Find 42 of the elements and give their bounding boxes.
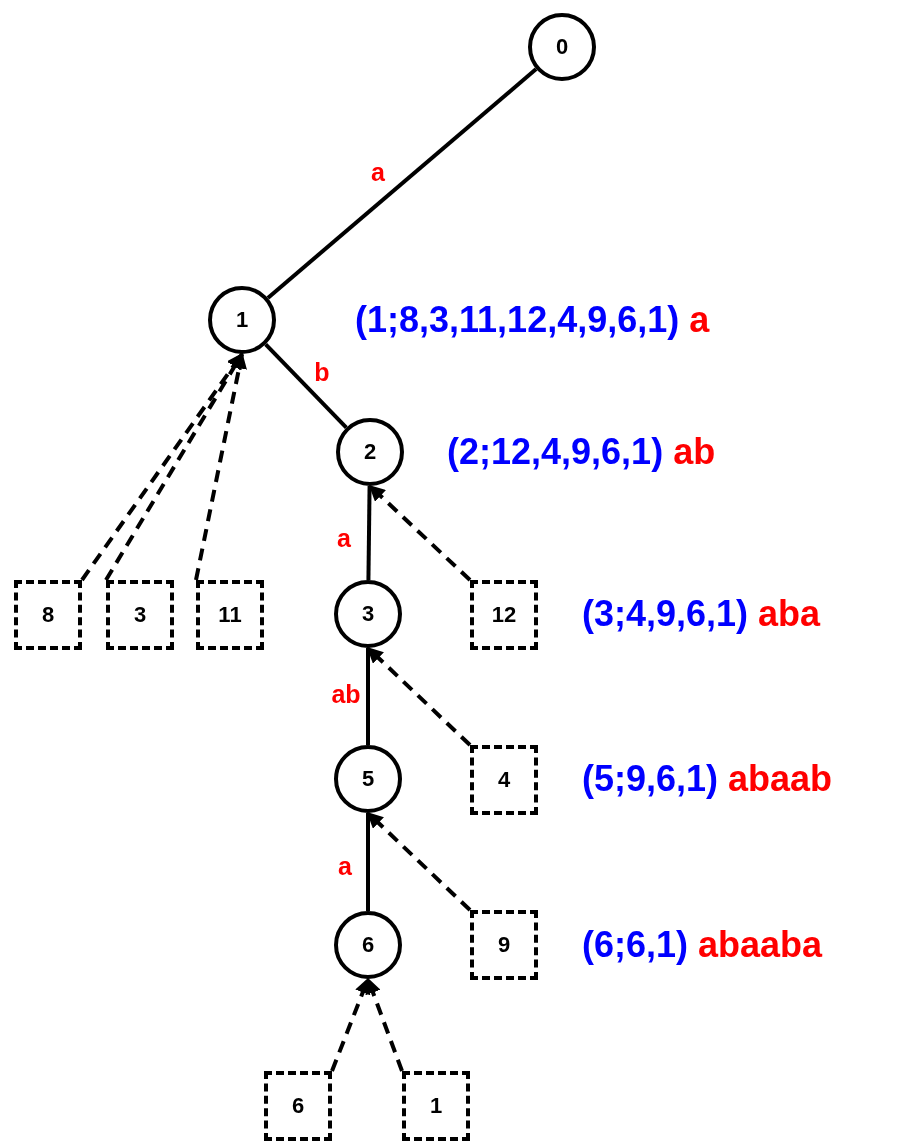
node-number: 9 [497, 932, 511, 958]
string-label: abaaba [698, 924, 823, 965]
tree-node-circle [208, 286, 276, 354]
leaf-box [264, 1071, 332, 1141]
node-number: 0 [555, 34, 569, 60]
node-number: 1 [429, 1093, 443, 1119]
node-number: 1 [235, 307, 249, 333]
node-number: 5 [361, 766, 375, 792]
node-number: 4 [497, 767, 511, 793]
leaf-box [14, 580, 82, 650]
tree-edge [366, 648, 370, 745]
node-number: 8 [41, 602, 55, 628]
node-number: 6 [291, 1093, 305, 1119]
index-list-label: (5;9,6,1) [582, 758, 719, 799]
leaf-box [470, 580, 538, 650]
node-number: 2 [363, 439, 377, 465]
string-label: a [689, 299, 710, 340]
string-label: abaab [728, 758, 833, 799]
node-number: 3 [133, 602, 147, 628]
tree-edge [366, 813, 370, 911]
string-label: aba [758, 593, 821, 634]
leaf-box [470, 910, 538, 980]
leaf-box [196, 580, 264, 650]
node-number: 11 [218, 602, 242, 628]
index-list-label: (6;6,1) [582, 924, 689, 965]
dashed-arrow [330, 977, 371, 1072]
leaf-box [106, 580, 174, 650]
string-label: ab [673, 431, 716, 472]
node-number: 12 [491, 602, 517, 628]
tree-edge [366, 485, 372, 581]
tree-edge [264, 343, 348, 429]
leaf-box [470, 745, 538, 815]
dashed-arrow [368, 484, 472, 582]
dashed-arrow [365, 977, 404, 1072]
node-number: 3 [361, 601, 375, 627]
node-number: 6 [361, 932, 375, 958]
index-list-label: (1;8,3,11,12,4,9,6,1) [355, 299, 680, 340]
leaf-box [402, 1071, 470, 1141]
index-list-label: (2;12,4,9,6,1) [447, 431, 664, 472]
index-list-label: (3;4,9,6,1) [582, 593, 749, 634]
tree-edge [266, 67, 538, 300]
dashed-arrow [194, 352, 247, 581]
